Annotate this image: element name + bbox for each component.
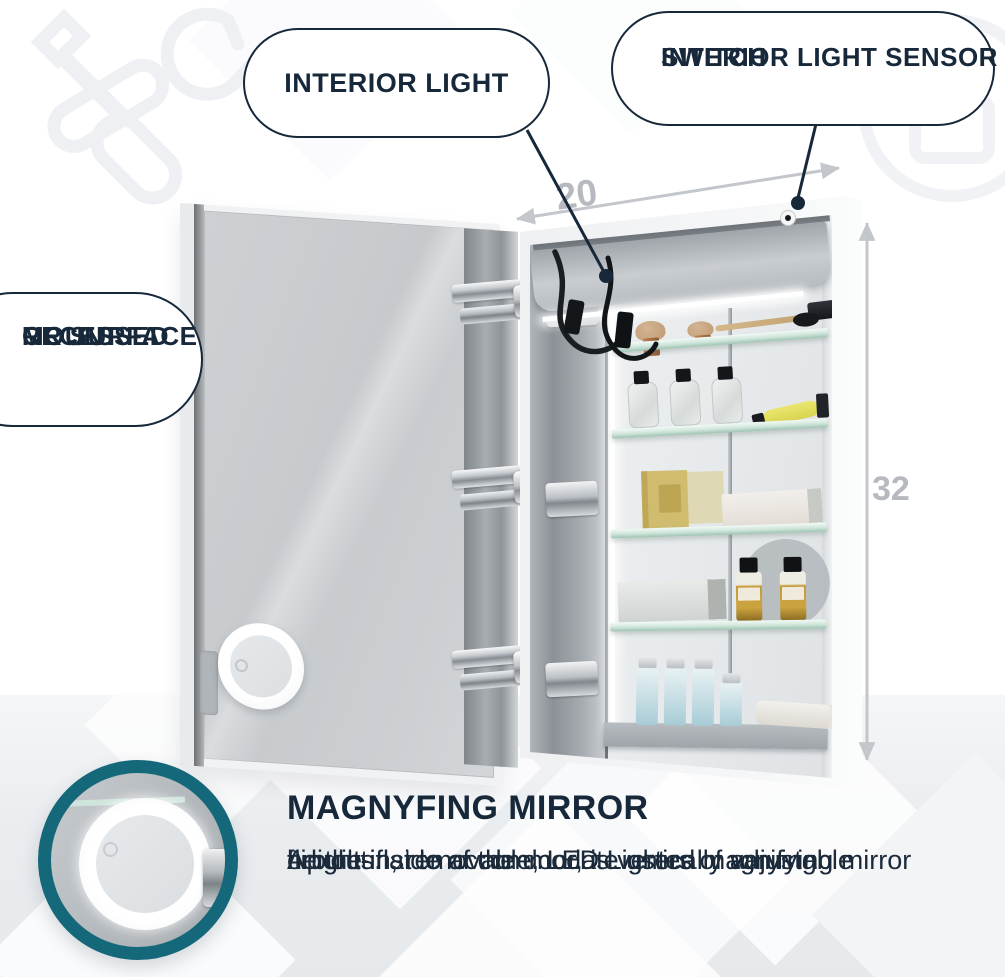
serum-bottle	[719, 682, 743, 727]
hinge-plate	[545, 480, 599, 518]
feature-line: A built-in, removable, LED Lighted magni…	[287, 845, 912, 875]
height-dimension-label: 32	[872, 470, 910, 508]
callout-sensor-switch: INTERIOR LIGHT SENSOR SWITCH	[611, 11, 997, 126]
amber-perfume-bottle	[779, 570, 807, 622]
feature-line: on the inside of the door, is vertically…	[287, 845, 853, 875]
shelf-row	[608, 267, 829, 353]
light-sensor-dot	[780, 210, 796, 226]
hinge-plate	[545, 660, 599, 698]
cosmetic-box-gray	[617, 578, 727, 623]
cabinet-interior	[530, 215, 832, 778]
serum-bottle	[635, 666, 659, 726]
makeup-brush-dark	[792, 311, 820, 328]
serum-bottle	[691, 667, 715, 726]
perfume-bottle	[710, 376, 744, 425]
magnifier-face	[96, 815, 194, 913]
amber-perfume-bottle	[735, 571, 763, 622]
makeup-brush	[634, 319, 667, 343]
magnifier-touch-button	[103, 842, 118, 857]
callout-recessed-mount: RECESSED OR SURFACE MOUNT	[0, 292, 203, 427]
magnifier-detail-circle	[38, 760, 238, 960]
magnifier-mount-bracket	[200, 650, 218, 716]
interior-right-wall	[822, 215, 832, 778]
makeup-brush	[686, 320, 714, 339]
perfume-bottle	[669, 378, 702, 427]
serum-bottle	[663, 667, 687, 726]
callout-label-line: RECESSED	[22, 321, 170, 351]
shelf-row	[608, 357, 830, 439]
width-dimension-label: 20	[553, 171, 600, 218]
cosmetic-box-gold	[641, 469, 689, 530]
led-ring	[79, 798, 211, 930]
shelf-row	[609, 462, 828, 539]
perfume-bottle	[627, 381, 660, 429]
led-strip-vertical	[610, 282, 615, 732]
feature-title: MAGNYFING MIRROR	[287, 789, 649, 827]
door-frame-edge	[180, 203, 194, 766]
shelf-row	[610, 538, 831, 632]
glass-shelf	[610, 619, 827, 632]
callout-label-line: SWITCH	[661, 42, 767, 72]
feature-line: flip-out flat to accommodate users of va…	[287, 845, 817, 875]
callout-label-line: MOUNT	[22, 321, 120, 351]
callout-label: INTERIOR LIGHT	[284, 67, 509, 98]
feature-line: heights.	[287, 845, 382, 875]
callout-label-line: OR SURFACE	[22, 321, 198, 351]
callout-interior-light: INTERIOR LIGHT	[243, 28, 550, 138]
cosmetic-vial	[815, 393, 830, 418]
magnifier-touch-button	[235, 658, 248, 673]
floor-row	[603, 666, 832, 750]
magnifier-hinge	[203, 849, 225, 907]
